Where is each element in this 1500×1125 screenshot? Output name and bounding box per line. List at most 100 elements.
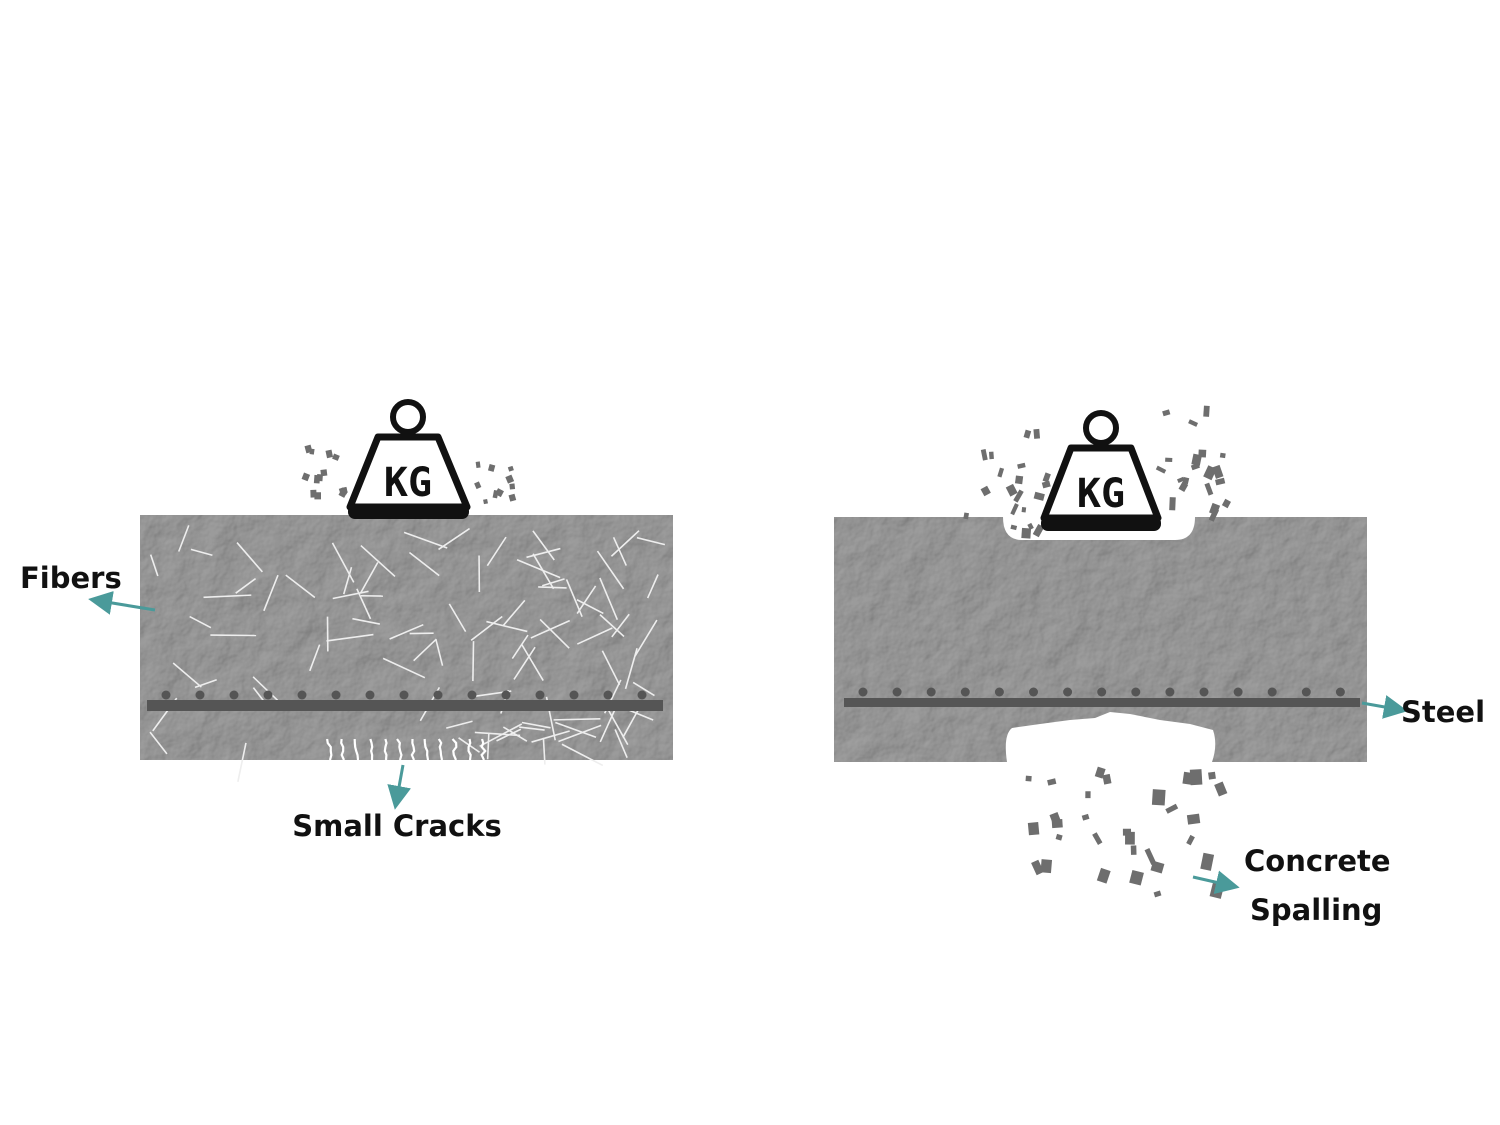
debris-chunk <box>507 465 514 472</box>
rebar-dot <box>603 690 613 700</box>
debris-chunk <box>1219 452 1226 459</box>
rebar <box>844 698 1360 707</box>
crack <box>467 738 472 761</box>
debris-chunk <box>1215 477 1226 486</box>
fiber <box>558 724 602 743</box>
crack <box>353 738 360 761</box>
rebar-dot <box>637 690 647 700</box>
fiber <box>611 613 630 638</box>
fiber <box>309 644 321 672</box>
fiber <box>541 578 565 587</box>
weight-label: KG <box>384 460 432 506</box>
debris-chunk <box>1085 791 1091 799</box>
fiber <box>149 731 168 755</box>
weight-icon: KG <box>1040 410 1162 531</box>
fiber <box>479 723 523 748</box>
debris-chunk <box>1017 462 1026 469</box>
rebar-dot <box>1097 687 1107 697</box>
crack <box>423 738 430 761</box>
fiber <box>189 615 212 629</box>
rebar <box>147 700 663 711</box>
debris-chunk <box>1094 766 1106 779</box>
fiber <box>263 574 279 612</box>
debris-chunk <box>1150 860 1165 874</box>
spalled-hole <box>1005 712 1216 762</box>
fiber <box>576 627 613 645</box>
fiber <box>496 728 522 742</box>
fiber <box>470 615 503 641</box>
debris-chunk <box>1208 508 1220 522</box>
fiber <box>474 731 521 737</box>
debris-chunk <box>1144 848 1157 865</box>
fiber <box>285 574 316 599</box>
fiber <box>352 617 381 625</box>
fiber <box>610 530 640 557</box>
fiber <box>526 547 561 559</box>
debris-chunk <box>1014 475 1024 485</box>
debris-chunk <box>1153 890 1162 898</box>
debris-chunk <box>1221 498 1231 509</box>
debris-chunk <box>1182 476 1190 485</box>
fiber <box>403 531 448 549</box>
crack <box>369 738 374 761</box>
fiber <box>382 657 426 679</box>
rebar-dot <box>569 690 579 700</box>
debris-chunk <box>1191 453 1202 466</box>
rebar-dot <box>501 690 511 700</box>
fiber <box>516 559 561 579</box>
debris-chunk <box>1130 845 1137 855</box>
fibers-arrow <box>88 591 156 615</box>
debris-chunk <box>1040 859 1053 874</box>
rebar-dot <box>297 690 307 700</box>
fiber <box>646 574 659 599</box>
fiber <box>359 561 379 594</box>
rebar-dot <box>1267 687 1277 697</box>
debris-chunk <box>1025 775 1032 782</box>
fiber <box>472 641 475 682</box>
debris-chunk <box>1125 831 1135 845</box>
fiber <box>502 726 528 742</box>
fiber <box>190 548 213 556</box>
rebar-dot <box>1301 687 1311 697</box>
debris-chunk <box>1165 457 1173 463</box>
crack <box>480 738 487 761</box>
fiber <box>612 537 627 566</box>
debris-chunk <box>509 483 516 490</box>
debris-chunk <box>1032 523 1045 538</box>
fiber <box>172 662 202 688</box>
debris-chunk <box>1092 832 1103 845</box>
fiber <box>236 542 263 573</box>
debris-chunk <box>316 474 323 482</box>
crack <box>326 738 333 761</box>
small-cracks-label: Small Cracks <box>292 809 502 843</box>
rebar-dot <box>858 687 868 697</box>
spalling-label-line2: Spalling <box>1250 893 1382 927</box>
debris-chunk <box>1042 472 1051 483</box>
debris-chunk <box>1214 781 1228 797</box>
fiber <box>486 732 490 760</box>
debris-chunk <box>1188 419 1199 427</box>
debris-chunk <box>1033 428 1041 439</box>
fiber <box>624 648 638 690</box>
debris-chunk <box>1023 429 1032 439</box>
debris-chunk <box>1203 465 1217 481</box>
rebar-dot <box>1199 687 1209 697</box>
debris-chunk <box>1165 803 1179 814</box>
fiber <box>511 634 529 659</box>
debris-chunk <box>1208 771 1216 780</box>
fiber <box>599 577 619 620</box>
crack <box>340 738 346 761</box>
fiber <box>599 704 618 743</box>
fiber <box>539 618 570 649</box>
debris-chunk <box>1027 522 1034 530</box>
rebar-dot <box>365 690 375 700</box>
fiber <box>513 646 536 680</box>
crack <box>437 738 444 761</box>
fiber <box>607 709 629 746</box>
debris-chunk <box>1177 476 1185 484</box>
debris-chunk <box>1186 834 1195 846</box>
crack <box>410 738 416 761</box>
debris-chunk <box>325 449 334 459</box>
fiber <box>389 623 424 640</box>
fiber <box>614 729 628 758</box>
